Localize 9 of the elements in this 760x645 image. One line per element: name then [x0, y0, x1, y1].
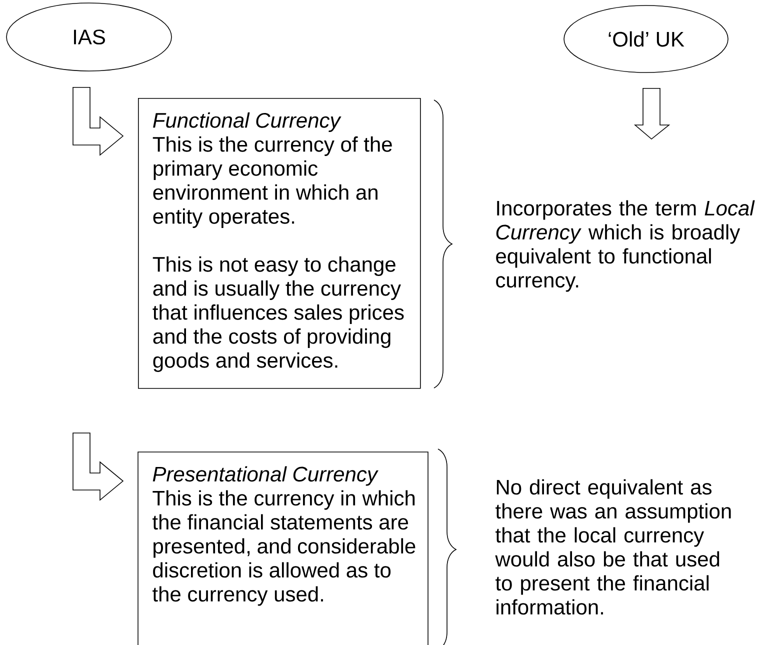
- ellipse-node: IAS: [6, 2, 172, 72]
- hollow-arrow: [72, 432, 124, 501]
- ellipse-node: ‘Old’ UK: [564, 5, 728, 73]
- side-note: Incorporates the term Local Currency which is broadly equivalent to functional currency.: [496, 200, 755, 292]
- side-note: No direct equivalent as there was an assumption that the local currency would also be that used to present the financial information.: [495, 479, 731, 615]
- hollow-arrow: [634, 88, 670, 140]
- text-box: Functional Currency This is the currency of the primary economic environment in which an entity operates. This is not easy to change and is usually the currency that influences sales prices and the costs of providing goods and services.: [138, 98, 421, 389]
- text-box: Presentational Currency This is the currency in which the financial statements are presented, and considerable discretion is allowed as to the currency used.: [138, 452, 428, 645]
- hollow-arrow: [72, 87, 124, 156]
